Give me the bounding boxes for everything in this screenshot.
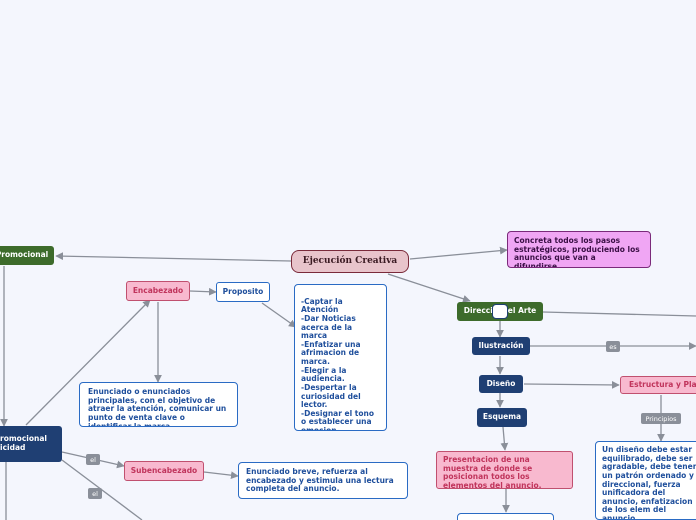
enunciado-node[interactable]: Enunciado o enunciados principales, con …	[79, 382, 238, 427]
promocional-publicidad-node[interactable]: romocional icidad	[0, 426, 62, 462]
subencabezado-node[interactable]: Subencabezado	[124, 461, 204, 481]
estructura-plan-node[interactable]: Estructura y Plan	[620, 376, 696, 394]
concreta-node[interactable]: Concreta todos los pasos estratégicos, p…	[507, 231, 651, 268]
proposito-node[interactable]: Proposito	[216, 282, 270, 302]
estructura-label: Estructura y Plan	[629, 379, 696, 389]
lower-partial-node[interactable]	[457, 513, 554, 520]
enunciado-breve-node[interactable]: Enunciado breve, refuerza al encabezado …	[238, 462, 408, 499]
tag-es: es	[606, 341, 620, 352]
center-node[interactable]: Ejecución Creativa	[291, 250, 409, 273]
link-proposito-list	[261, 302, 297, 328]
diseno-description-node[interactable]: Un diseño debe estar equilibrado, debe s…	[595, 441, 696, 520]
diseno-description-text: Un diseño debe estar equilibrado, debe s…	[602, 445, 696, 520]
link-center-direccion	[387, 273, 471, 303]
promocional-publicidad-label: romocional icidad	[0, 434, 47, 452]
encabezado-node[interactable]: Encabezado	[126, 281, 190, 301]
encabezado-label: Encabezado	[132, 285, 184, 295]
esquema-node[interactable]: Esquema	[477, 408, 527, 427]
direccion-label-post: el Arte	[507, 306, 537, 316]
ilustracion-label: Ilustración	[478, 340, 524, 350]
promocional-label: Promocional	[0, 250, 49, 260]
subencabezado-label: Subencabezado	[130, 465, 198, 475]
esquema-label: Esquema	[482, 412, 522, 422]
link-enc-proposito	[189, 287, 217, 296]
link-center-promocional	[55, 252, 292, 262]
link-diseno-estructura	[523, 381, 620, 389]
proposito-list-node[interactable]: -Captar la Atención -Dar Noticias acerca…	[294, 284, 387, 431]
link-pub-encabezado	[25, 299, 151, 426]
tag-principios: Principios	[641, 413, 681, 424]
direccion-label-pre: Direcci	[463, 306, 493, 316]
link-esquema-pres	[500, 426, 509, 451]
diseno-node[interactable]: Diseño	[479, 375, 523, 393]
proposito-label: Proposito	[222, 286, 264, 296]
presentacion-label: Presentacion de una muestra de donde se …	[443, 455, 542, 489]
diseno-label: Diseño	[486, 378, 516, 388]
presentacion-node[interactable]: Presentacion de una muestra de donde se …	[436, 451, 573, 489]
center-node-label: Ejecución Creativa	[302, 256, 398, 267]
link-pub-lower	[61, 459, 143, 520]
tag-el-1: el	[86, 454, 100, 465]
promocional-node[interactable]: Promocional	[0, 246, 54, 265]
enunciado-text: Enunciado o enunciados principales, con …	[88, 387, 227, 427]
concreta-label: Concreta todos los pasos estratégicos, p…	[514, 236, 640, 268]
selection-marker[interactable]	[492, 304, 508, 319]
link-sub-breve	[203, 471, 239, 480]
link-dir-right	[542, 311, 696, 317]
enunciado-breve-text: Enunciado breve, refuerza al encabezado …	[246, 467, 394, 494]
tag-el-2: el	[88, 488, 102, 499]
link-center-concreta	[409, 246, 508, 260]
ilustracion-node[interactable]: Ilustración	[472, 337, 530, 355]
proposito-list-text: -Captar la Atención -Dar Noticias acerca…	[301, 296, 375, 431]
